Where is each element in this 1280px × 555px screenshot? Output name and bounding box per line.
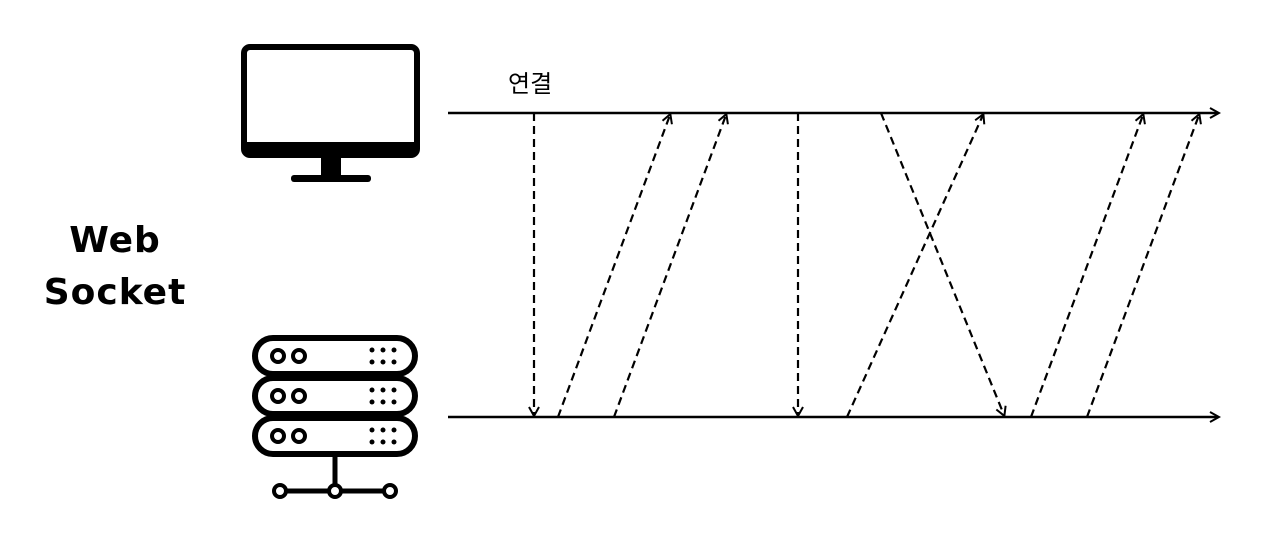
message-arrow xyxy=(556,115,670,418)
server-rack-icon xyxy=(252,335,418,499)
title-line-2: Socket xyxy=(44,272,187,313)
message-arrow xyxy=(1029,115,1143,418)
connection-label: 연결 xyxy=(508,70,552,98)
message-arrow xyxy=(1085,115,1199,418)
message-arrow xyxy=(612,115,726,418)
message-arrows xyxy=(534,113,1199,417)
message-arrow xyxy=(879,112,1004,415)
title-line-1: Web xyxy=(69,220,161,261)
monitor-icon xyxy=(241,44,420,182)
message-arrow xyxy=(845,115,983,418)
